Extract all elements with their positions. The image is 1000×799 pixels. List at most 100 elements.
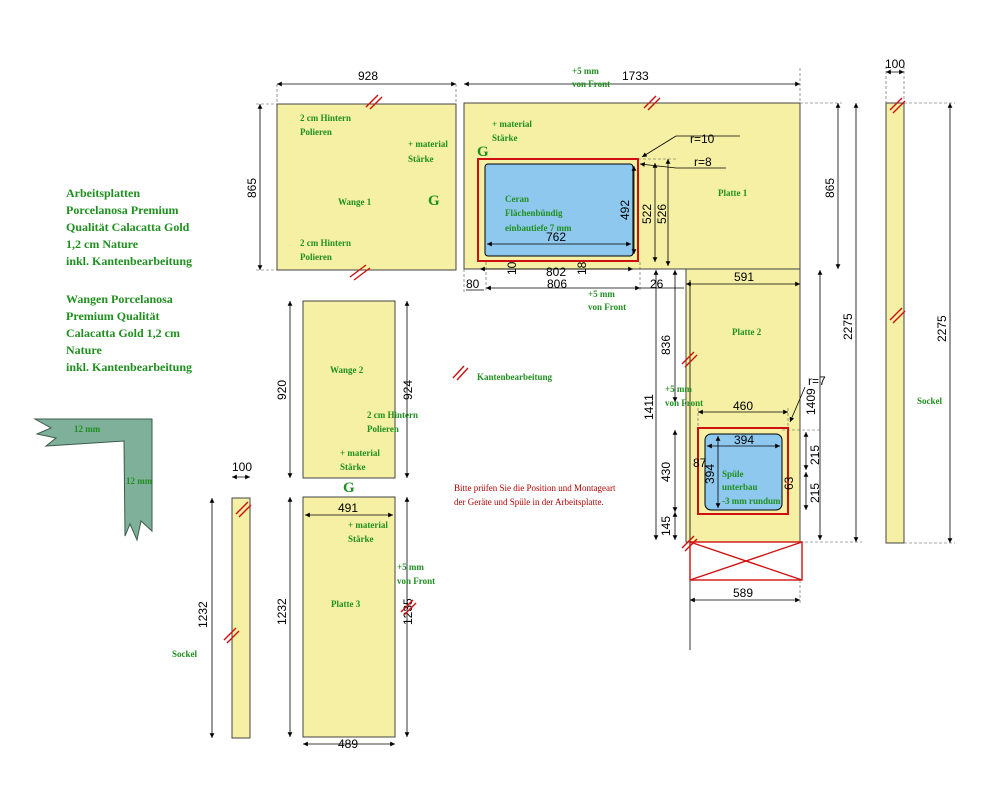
panel-note-line: inkl. Kantenbearbeitung (66, 360, 193, 374)
platte-1-dim-80: 80 (466, 277, 480, 291)
edge-mark (889, 97, 906, 114)
platte-2-dim-1411: 1411 (642, 394, 656, 420)
wange-2: 920 924 Wange 2 2 cm Hintern Polieren + … (275, 300, 418, 496)
sink-label-1: Spüle (722, 469, 744, 479)
platte-3-name: Platte 3 (331, 599, 361, 609)
sink-height: 394 (703, 464, 717, 484)
platte-3-material-1: + material (348, 520, 388, 530)
sink-outer-edge (697, 427, 789, 515)
sink-dim-63: 63 (782, 476, 796, 490)
sink-basin (704, 433, 783, 511)
ceran-outer-edge (477, 158, 639, 262)
edge-mark (400, 599, 417, 616)
platte-1-front2-1: +5 mm (588, 289, 615, 299)
edge-mark (681, 351, 698, 368)
platte-2: 591 Platte 2 836 1411 +5 mm von Front 43… (642, 103, 862, 650)
sockel-right: 100 2275 Sockel (885, 57, 955, 544)
edge-mark (643, 95, 661, 111)
worktop-note-line: Porcelanosa Premium (66, 203, 179, 217)
platte-1-radius-8: r=8 (694, 155, 712, 169)
platte-1-dim-526: 526 (655, 204, 669, 224)
wange-2-material-2: Stärke (340, 462, 366, 472)
wange-1-top-note-2: Polieren (300, 127, 332, 137)
ceran-height: 492 (618, 200, 632, 220)
sockel-right-width: 100 (885, 57, 905, 71)
wange-1-width: 928 (358, 69, 378, 83)
sockel-left-height: 1232 (196, 601, 210, 628)
edge-mark (889, 307, 906, 324)
sink-dim-87: 87 (693, 456, 707, 470)
worktop-note-line: Arbeitsplatten (66, 186, 140, 200)
platte-1-dim-26: 26 (650, 277, 664, 291)
wange-2-material-1: + material (340, 448, 380, 458)
ceran-label-3: einbautiefe 7 mm (505, 223, 572, 233)
platte-2-name: Platte 2 (732, 327, 762, 337)
sockel-left-width: 100 (232, 460, 252, 474)
platte-2-dim-589: 589 (733, 586, 753, 600)
ceran-label-1: Ceran (505, 194, 529, 204)
wange-1-height: 865 (245, 178, 259, 198)
wange-2-note-1: 2 cm Hintern (367, 410, 418, 420)
platte-2-dim-836: 836 (659, 335, 673, 355)
platte-1-front2-2: von Front (588, 302, 626, 312)
platte-1-material-2: Stärke (492, 133, 518, 143)
wange-2-note-2: Polieren (367, 424, 399, 434)
platte-1-radius-10: r=10 (690, 132, 715, 146)
platte-1-dim-10: 10 (505, 261, 519, 275)
platte-1-dim-802: 802 (546, 265, 566, 279)
worktop-note: Arbeitsplatten Porcelanosa Premium Quali… (66, 185, 192, 270)
platte-2-dim-430: 430 (659, 462, 673, 482)
sockel-right-name: Sockel (917, 396, 943, 406)
platte-1-dim-18: 18 (575, 261, 589, 275)
platte-1-width: 1733 (622, 69, 649, 83)
platte-3-height: 1232 (275, 598, 289, 625)
sockel-right-height: 2275 (935, 315, 949, 342)
platte-2-dim-460: 460 (733, 399, 753, 413)
wange-1-bottom-note-2: Polieren (300, 252, 332, 262)
sink-label-2: unterbau (722, 482, 758, 492)
platte-2-dim-2275: 2275 (841, 313, 855, 340)
ceran-cooktop: Ceran Flächenbündig einbautiefe 7 mm 762… (477, 158, 639, 262)
edge-mark (349, 264, 371, 281)
wange-1-top-note-1: 2 cm Hintern (300, 113, 351, 123)
sink-width: 394 (734, 433, 754, 447)
worktop-note-line: inkl. Kantenbearbeitung (66, 254, 193, 268)
worktop-note-line: Qualität Calacatta Gold (66, 220, 190, 234)
wange-1-material-2: Stärke (408, 154, 434, 164)
platte-1-front-1: +5 mm (572, 66, 599, 76)
wange-2-height: 920 (275, 380, 289, 400)
wange-2-name: Wange 2 (330, 365, 364, 375)
platte-3-width-bottom: 489 (338, 737, 358, 751)
platte-2-dim-215a: 215 (808, 445, 822, 465)
ceran-width: 762 (546, 230, 566, 244)
wange-1-panel (276, 103, 457, 271)
platte-1: 1733 +5 mm von Front 865 + material Stär… (463, 66, 842, 312)
wange-1-name: Wange 1 (338, 197, 372, 207)
platte-1-front-2: von Front (572, 79, 610, 89)
edge-profile: 12 mm 12 mm (33, 418, 153, 542)
platte-2-width: 591 (734, 270, 754, 284)
sockel-left: 100 1232 Sockel (172, 460, 252, 739)
platte-3-width: 491 (338, 501, 358, 515)
profile-side-label: 12 mm (126, 476, 153, 486)
sockel-left-panel (231, 497, 251, 739)
wange-2-panel (302, 300, 396, 479)
platte-2-dim-145: 145 (659, 516, 673, 536)
wange-1-bottom-note-1: 2 cm Hintern (300, 238, 351, 248)
panel-note-line: Calacatta Gold 1,2 cm (66, 326, 180, 340)
edge-mark (235, 501, 252, 518)
platte-3-front-1: +5 mm (397, 562, 424, 572)
platte-1-material-1: + material (492, 119, 532, 129)
platte-3: 491 489 1232 1235 + material Stärke +5 m… (275, 496, 435, 751)
panel-note-line: Nature (66, 343, 102, 357)
platte-1-grain-mark: G (477, 144, 489, 160)
ceran-label-2: Flächenbündig (505, 208, 563, 218)
appliance-crossed-box (689, 541, 803, 581)
platte-2-dim-1409: 1409 (804, 388, 818, 415)
platte-2-dim-215b: 215 (808, 483, 822, 503)
edge-legend-label: Kantenbearbeitung (477, 372, 553, 382)
check-note-1: Bitte prüfen Sie die Position und Montag… (454, 483, 616, 493)
panel-note-line: Wangen Porcelanosa (66, 292, 173, 306)
sockel-left-name: Sockel (172, 649, 198, 659)
